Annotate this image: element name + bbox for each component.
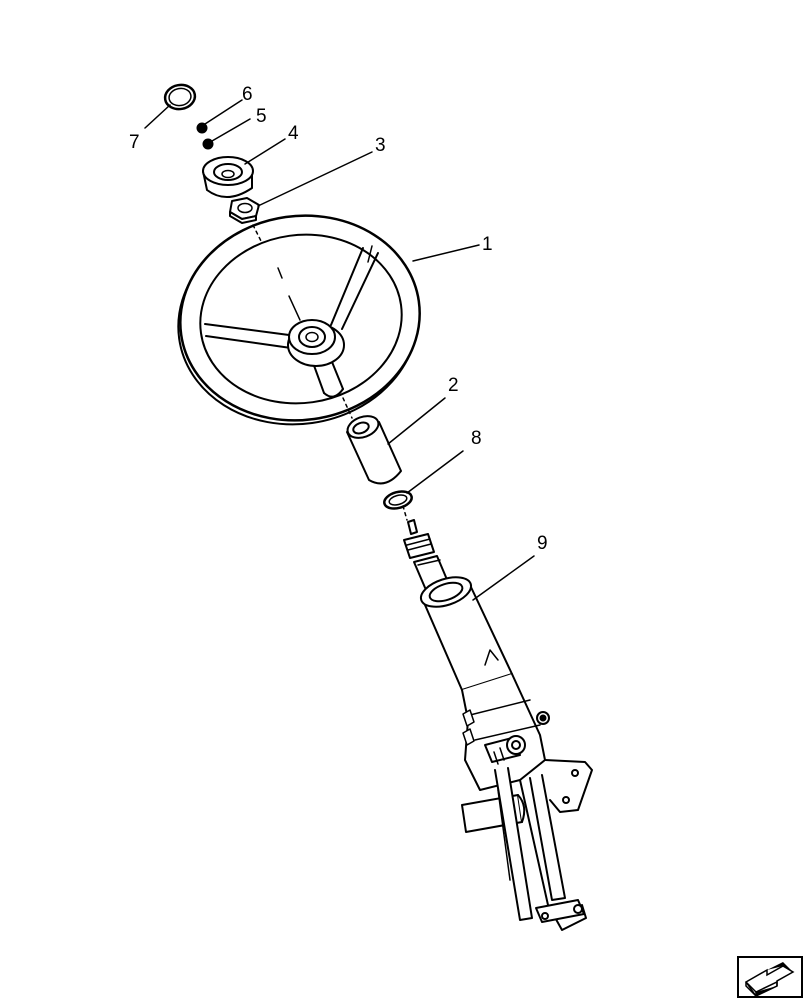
callout-3: 3 (375, 135, 386, 156)
part-1-steering-wheel (177, 214, 421, 426)
callout-8: 8 (471, 428, 482, 449)
callout-6: 6 (242, 84, 253, 105)
part-7-o-ring (163, 83, 197, 111)
callout-labels: 1 2 3 4 5 6 7 8 9 (129, 84, 548, 554)
part-6-ball (196, 122, 208, 134)
callout-5: 5 (256, 106, 267, 127)
callout-4: 4 (288, 123, 299, 144)
callout-9: 9 (537, 533, 548, 554)
next-page-button[interactable] (737, 956, 803, 998)
callout-1: 1 (482, 234, 493, 255)
part-2-spacer-sleeve (346, 415, 402, 485)
part-4-center-cap (202, 156, 254, 198)
next-page-arrow-icon (737, 956, 803, 998)
callout-7: 7 (129, 132, 140, 153)
part-3-hex-nut (229, 197, 260, 224)
leader-lines (144, 99, 535, 601)
part-9-steering-column (403, 519, 593, 931)
callout-2: 2 (448, 375, 459, 396)
part-8-snap-ring (383, 490, 413, 510)
part-5-ball (202, 138, 214, 150)
